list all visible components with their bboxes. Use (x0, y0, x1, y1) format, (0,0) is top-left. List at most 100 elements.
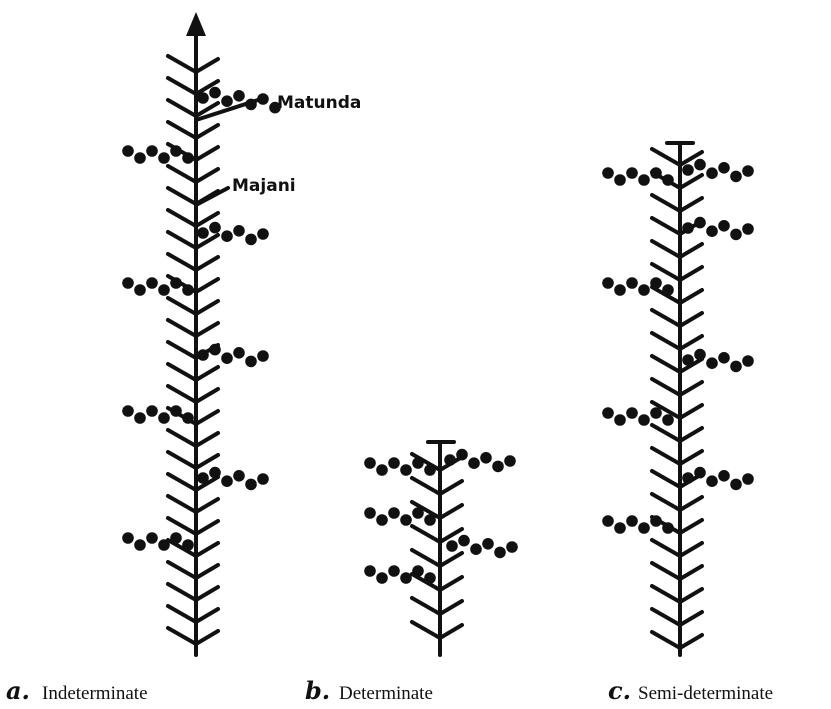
plant-b-cluster-4-fruit (470, 543, 482, 555)
plant-a-leaf-left (168, 518, 196, 534)
plant-b-cluster-4-fruit (482, 538, 494, 550)
plant-a-cluster-5-fruit (221, 352, 233, 364)
plant-a-cluster-8-fruit (134, 539, 146, 551)
plant-c-leaf-left (652, 241, 680, 257)
caption-a: a. Indeterminate (6, 676, 148, 705)
plant-b-cluster-2-fruit (492, 461, 504, 473)
plant-a-leaf-right (196, 543, 218, 556)
plant-b-cluster-1-fruit (424, 464, 436, 476)
plant-b-cluster-5 (364, 565, 436, 584)
plant-c-cluster-7-fruit (682, 472, 694, 484)
plant-b-leaf-left (412, 550, 440, 566)
plant-a-cluster-4-fruit (146, 277, 158, 289)
plant-a-cluster-2-fruit (170, 145, 182, 157)
plant-a-leaf-right (196, 125, 218, 138)
plant-b-cluster-4-fruit (506, 541, 518, 553)
plant-a-leaf-left (168, 166, 196, 182)
plant-c-cluster-2-fruit (718, 162, 730, 174)
plant-a-leaf-right (196, 609, 218, 622)
plant-c-cluster-7-fruit (742, 473, 754, 485)
plant-a-leaf-right (196, 411, 218, 424)
plant-c-cluster-2-fruit (682, 164, 694, 176)
plant-a-cluster-6-fruit (158, 412, 170, 424)
plant-c-cluster-4-fruit (614, 284, 626, 296)
plant-a-cluster-7-fruit (245, 479, 257, 491)
annotation-leaves: Majani (232, 176, 296, 196)
plant-a-cluster-5-fruit (209, 344, 221, 356)
plant-a-cluster-2-fruit (182, 152, 194, 164)
plant-b-cluster-4-fruit (494, 547, 506, 559)
plant-c-leaf-left (652, 195, 680, 211)
plant-a-cluster-6-fruit (122, 405, 134, 417)
plant-a-cluster-4-fruit (134, 284, 146, 296)
plant-a-cluster-1-fruit (221, 95, 233, 107)
plant-c-cluster-7 (682, 467, 754, 490)
plant-c-leaf-left (652, 448, 680, 464)
plant-c-cluster-3 (682, 217, 754, 240)
plant-c-cluster-4-fruit (662, 284, 674, 296)
caption-c: c. Semi-determinate (608, 676, 773, 705)
plant-a-leaf-right (196, 323, 218, 336)
plant-b-cluster-2 (444, 449, 516, 472)
caption-a-label: Indeterminate (42, 683, 148, 704)
growth-arrow-icon (186, 12, 206, 36)
plant-a-cluster-3-fruit (245, 234, 257, 246)
plant-c-cluster-2-fruit (742, 165, 754, 177)
plant-c-leaf-right (680, 313, 702, 326)
plant-a-cluster-2-fruit (146, 145, 158, 157)
plant-a-cluster-6-fruit (146, 405, 158, 417)
plant-a-cluster-7-fruit (221, 475, 233, 487)
plant-c-leaf-right (680, 405, 702, 418)
plant-a-leaf-left (168, 188, 196, 204)
caption-b-label: Determinate (339, 683, 433, 704)
plant-c-cluster-3-fruit (694, 217, 706, 229)
plant-a-cluster-5-fruit (245, 356, 257, 368)
caption-c-label: Semi-determinate (638, 683, 773, 704)
plant-b-cluster-3-fruit (412, 507, 424, 519)
plant-b-cluster-2-fruit (480, 452, 492, 464)
plant-c-cluster-8-fruit (614, 522, 626, 534)
plant-a-leaf-right (196, 455, 218, 468)
plant-c-cluster-4 (602, 277, 674, 296)
plant-c-leaf-left (652, 586, 680, 602)
plant-c-cluster-5-fruit (694, 349, 706, 361)
plant-b-cluster-5-fruit (376, 572, 388, 584)
plant-c-cluster-1-fruit (650, 167, 662, 179)
plant-c-leaf-right (680, 635, 702, 648)
plant-c-cluster-6-fruit (614, 414, 626, 426)
plant-a-cluster-3-fruit (221, 230, 233, 242)
plant-c-cluster-8-fruit (662, 522, 674, 534)
plant-c-cluster-3-fruit (718, 220, 730, 232)
plant-a-leaf-left (168, 342, 196, 358)
plant-c-cluster-4-fruit (650, 277, 662, 289)
plant-c-cluster-5-fruit (718, 352, 730, 364)
plant-c-leaf-left (652, 540, 680, 556)
plant-a-leaf-left (168, 364, 196, 380)
plant-c-cluster-4-fruit (626, 277, 638, 289)
plant-a-cluster-8-fruit (122, 532, 134, 544)
plant-a-cluster-2-fruit (158, 152, 170, 164)
plant-c-cluster-1-fruit (662, 174, 674, 186)
plant-a-cluster-5-fruit (233, 347, 245, 359)
plant-c-leaf-right (680, 428, 702, 441)
plant-b-leaf-right (440, 625, 462, 638)
plant-c-cluster-8-fruit (638, 522, 650, 534)
plant-a-leaf-right (196, 59, 218, 72)
plant-a-leaf-left (168, 606, 196, 622)
plant-c-leaf-right (680, 244, 702, 257)
plant-a-leaf-left (168, 78, 196, 94)
plant-b-cluster-1-fruit (364, 457, 376, 469)
plant-a-cluster-3-fruit (209, 222, 221, 234)
plant-a-cluster-5-fruit (257, 350, 269, 362)
plant-a-cluster-8-fruit (158, 539, 170, 551)
plant-c-cluster-6-fruit (626, 407, 638, 419)
plant-a-cluster-4-fruit (170, 277, 182, 289)
plant-a-leaf-right (196, 279, 218, 292)
plant-a-cluster-1-fruit (197, 92, 209, 104)
plant-c-cluster-7-fruit (718, 470, 730, 482)
plant-c-leaf-right (680, 451, 702, 464)
plant-c-cluster-8-fruit (650, 515, 662, 527)
plant-c-leaf-left (652, 149, 680, 165)
plant-a-cluster-8-fruit (182, 539, 194, 551)
